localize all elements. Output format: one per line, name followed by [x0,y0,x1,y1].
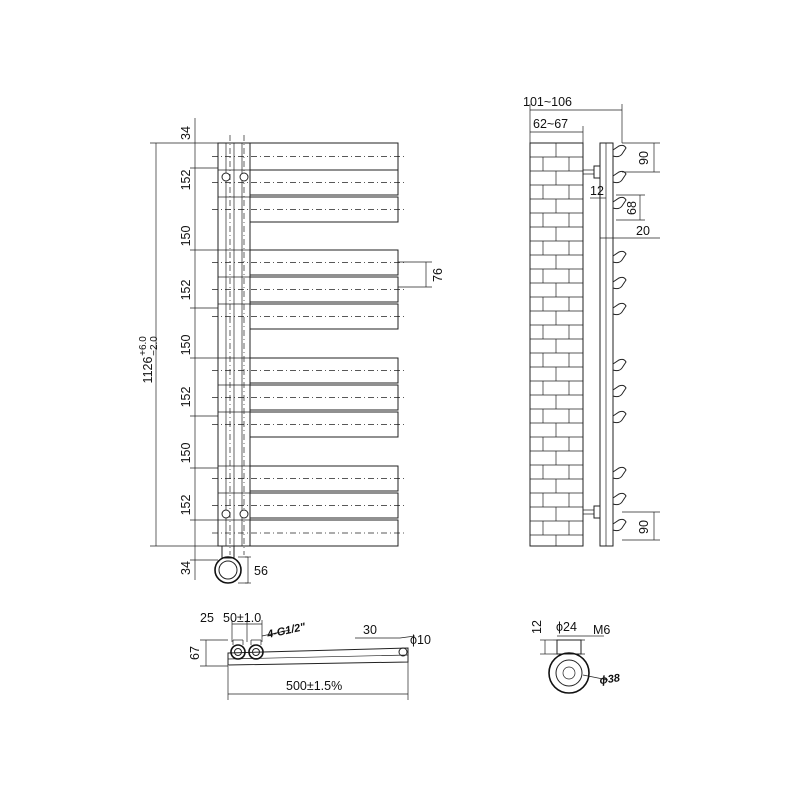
side-bar-profile [612,466,627,480]
front-group-label-3: 152 [179,387,193,408]
side-bracket-height-label: 68 [625,201,639,215]
side-bar-profile [612,384,627,398]
plan-d30-label: 30 [363,623,377,637]
detail-d38-label: ϕ38 [599,672,622,687]
side-depth-total-label: 101~106 [523,95,572,109]
bar-height-dim [398,261,432,288]
side-bar-profile [612,250,627,264]
side-profile [583,142,614,547]
front-spacing-label-2: 150 [179,335,193,356]
front-top-gap-label: 34 [179,126,193,140]
front-bars [212,142,406,547]
side-offset-label: 12 [590,184,604,198]
front-bar [249,303,399,330]
front-spacing-label-3: 150 [179,443,193,464]
side-view: 101~106 62~67 90 12 68 20 90 [523,95,660,547]
front-bar [249,249,399,276]
plan-d10-label: ϕ10 [410,633,431,647]
front-bar [249,276,399,303]
front-total-label: 1126 [141,357,155,384]
front-bar [249,196,399,223]
side-bar-depth-label: 20 [636,224,650,238]
plan-d25-label: 25 [200,611,214,625]
front-valves [221,172,249,519]
front-columns [217,135,251,555]
side-bars [612,144,627,532]
side-bracket-bottom-label: 90 [637,520,651,534]
front-bottom-gap-label: 34 [179,561,193,575]
front-tol-minus: −2.0 [149,336,160,356]
front-bar [249,357,399,384]
side-bar-profile [612,518,627,532]
front-spacing-label-1: 150 [179,226,193,247]
detail-d24-label: ϕ24 [556,620,577,634]
front-view: 34 152 150 152 150 152 150 152 34 1126 +… [138,118,445,584]
valve-size-label: 56 [254,564,268,578]
plan-view: 25 50±1.0 4-G1/2" 30 ϕ10 67 500±1.5% [188,611,431,700]
front-bar [249,142,399,171]
front-bar [249,384,399,411]
front-bar [249,519,399,547]
front-bar [249,492,399,519]
side-bar-profile [612,144,627,158]
detail-d12-label: 12 [530,620,544,634]
side-bracket-top-label: 90 [637,151,651,165]
front-bar [249,411,399,438]
plan-width-label: 500±1.5% [286,679,342,693]
side-bar-profile [612,170,627,184]
plan-d50-label: 50±1.0 [223,611,261,625]
front-group-label-1: 152 [179,170,193,191]
front-group-label-2: 152 [179,280,193,301]
front-tol-plus: +6.0 [138,336,149,356]
front-dim-chain [150,118,218,580]
front-group-label-4: 152 [179,495,193,516]
side-dims [529,104,660,541]
plan-thread-label: 4-G1/2" [265,621,307,641]
side-bar-profile [612,410,627,424]
plan-d67-label: 67 [188,646,202,660]
front-bar [249,169,399,196]
side-bar-profile [612,276,627,290]
front-bar [249,465,399,492]
side-bar-profile [612,358,627,372]
side-depth-inner-label: 62~67 [533,117,568,131]
detail-m6-label: M6 [593,623,610,637]
side-bar-profile [612,492,627,506]
bar-height-label: 76 [431,268,445,282]
side-bar-profile [612,196,627,210]
element-detail: 12 ϕ24 M6 ϕ38 [530,620,622,694]
side-bar-profile [612,302,627,316]
heating-element [214,545,251,584]
brick-wall [529,142,584,547]
